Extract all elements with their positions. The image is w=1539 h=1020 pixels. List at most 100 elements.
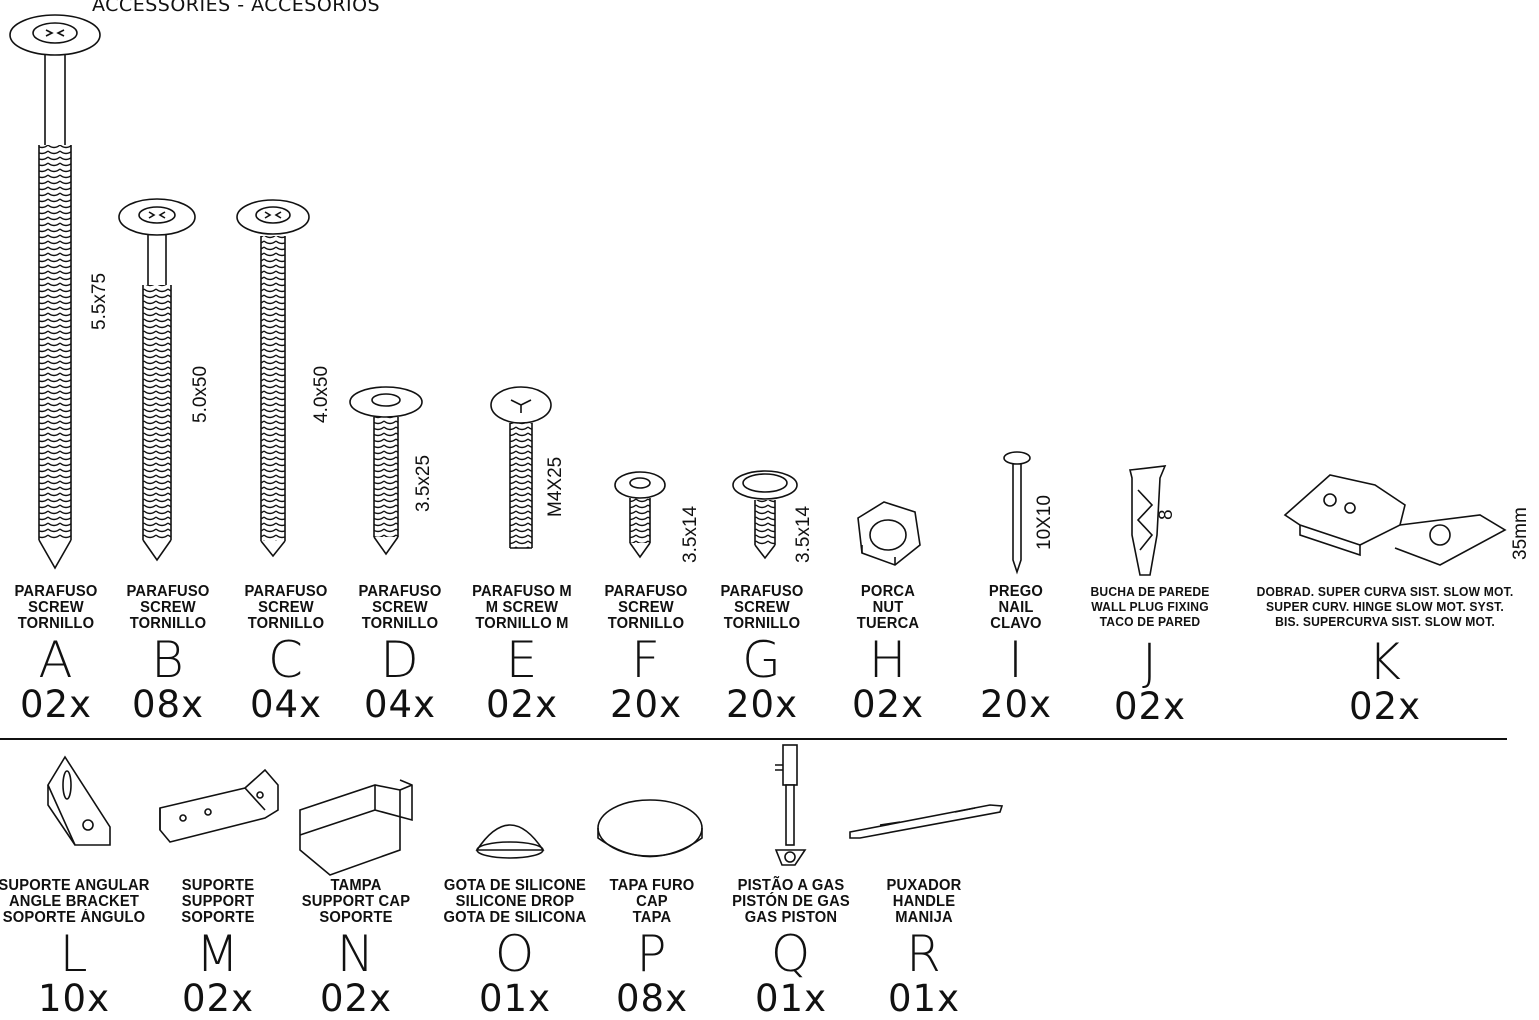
part-quantity: 04x	[364, 683, 436, 726]
part-quantity: 02x	[20, 683, 92, 726]
part-quantity: 02x	[182, 977, 254, 1020]
part-quantity: 20x	[726, 683, 798, 726]
part-r: PUXADOR HANDLE MANIJA R 01x	[868, 878, 980, 1019]
part-name-en: HANDLE	[892, 893, 956, 910]
part-name-es: TORNILLO	[607, 615, 685, 632]
part-name-en: SCREW	[734, 599, 790, 616]
part-name-es: TACO DE PARED	[1099, 614, 1201, 629]
part-letter: P	[636, 925, 668, 983]
part-name-pt: PARAFUSO	[358, 583, 442, 600]
part-e: PARAFUSO M M SCREW TORNILLO M E 02x	[456, 584, 588, 725]
part-name-pt: SUPORTE ANGULAR	[0, 877, 150, 894]
part-quantity: 02x	[852, 683, 924, 726]
part-name-pt: PARAFUSO	[720, 583, 804, 600]
part-quantity: 20x	[610, 683, 682, 726]
part-name-es: TUERCA	[856, 615, 920, 632]
part-name-en: PISTÓN DE GAS	[732, 893, 850, 910]
part-quantity: 02x	[320, 977, 392, 1020]
support-bracket-m-icon	[159, 768, 279, 843]
part-name-en: SUPPORT	[181, 893, 255, 910]
part-name-pt: PARAFUSO	[244, 583, 328, 600]
part-n: TAMPA SUPPORT CAP SOPORTE N 02x	[286, 878, 426, 1019]
part-letter: R	[906, 925, 942, 983]
part-quantity: 10x	[38, 977, 110, 1020]
part-name-en: SCREW	[258, 599, 314, 616]
part-quantity: 08x	[132, 683, 204, 726]
part-quantity: 20x	[980, 683, 1052, 726]
part-name-en: SCREW	[140, 599, 196, 616]
part-c: PARAFUSO SCREW TORNILLO C 04x	[230, 584, 342, 725]
part-name-es: TORNILLO	[129, 615, 207, 632]
size-label-b: 5.0x50	[190, 365, 211, 423]
part-quantity: 04x	[250, 683, 322, 726]
part-quantity: 01x	[888, 977, 960, 1020]
screw-f-icon	[614, 471, 666, 559]
part-name-es: TORNILLO	[361, 615, 439, 632]
part-name-pt: TAPA FURO	[609, 877, 695, 894]
nut-h-icon	[857, 501, 921, 566]
part-name-pt: PARAFUSO	[126, 583, 210, 600]
part-name-es: MANIJA	[895, 909, 953, 926]
screw-g-icon	[732, 470, 798, 560]
part-name-en: SUPER CURV. HINGE SLOW MOT. SYST.	[1266, 599, 1504, 614]
part-name-en: CAP	[636, 893, 668, 910]
handle-r-icon	[849, 804, 1004, 839]
part-o: GOTA DE SILICONE SILICONE DROP GOTA DE S…	[430, 878, 600, 1019]
part-name-pt: GOTA DE SILICONE	[443, 877, 587, 894]
part-name-en: SCREW	[618, 599, 674, 616]
part-b: PARAFUSO SCREW TORNILLO B 08x	[112, 584, 224, 725]
part-quantity: 02x	[486, 683, 558, 726]
screw-b-icon	[118, 198, 196, 562]
part-g: PARAFUSO SCREW TORNILLO G 20x	[706, 584, 818, 725]
part-p: TAPA FURO CAP TAPA P 08x	[600, 878, 704, 1019]
nail-i-icon	[1003, 451, 1031, 575]
part-letter: D	[380, 631, 420, 689]
part-name-pt: TAMPA	[330, 877, 382, 894]
part-name-en: NAIL	[998, 599, 1034, 616]
size-label-f: 3.5x14	[680, 505, 701, 563]
part-d: PARAFUSO SCREW TORNILLO D 04x	[344, 584, 456, 725]
part-letter: F	[631, 631, 661, 689]
part-name-es: TORNILLO	[247, 615, 325, 632]
gas-piston-q-icon	[774, 744, 807, 866]
row-divider	[0, 738, 1507, 740]
hole-cap-p-icon	[597, 799, 703, 858]
part-k: DOBRAD. SUPER CURVA SIST. SLOW MOT. SUPE…	[1232, 584, 1538, 727]
part-quantity: 02x	[1349, 685, 1421, 728]
part-name-pt: PARAFUSO	[604, 583, 688, 600]
part-f: PARAFUSO SCREW TORNILLO F 20x	[590, 584, 702, 725]
part-letter: E	[505, 631, 539, 689]
part-name-es: SOPORTE ÁNGULO	[2, 909, 146, 926]
part-name-es: TAPA	[632, 909, 672, 926]
part-name-pt: PUXADOR	[886, 877, 962, 894]
part-name-pt: PORCA	[860, 583, 916, 600]
part-name-es: SOPORTE	[319, 909, 393, 926]
part-name-pt: DOBRAD. SUPER CURVA SIST. SLOW MOT.	[1256, 584, 1514, 599]
part-letter: C	[268, 631, 304, 689]
part-name-en: ANGLE BRACKET	[8, 893, 140, 910]
size-label-c: 4.0x50	[311, 365, 332, 423]
part-name-en: WALL PLUG FIXING	[1091, 599, 1209, 614]
size-label-d: 3.5x25	[413, 454, 434, 512]
part-letter: L	[59, 925, 89, 983]
machine-screw-e-icon	[490, 386, 552, 549]
wall-plug-j-icon	[1129, 465, 1167, 576]
part-a: PARAFUSO SCREW TORNILLO A 02x	[0, 584, 112, 725]
part-name-es: BIS. SUPERCURVA SIST. SLOW MOT.	[1275, 614, 1495, 629]
part-name-en: SUPPORT CAP	[301, 893, 411, 910]
part-name-es: TORNILLO M	[475, 615, 569, 632]
part-name-pt: PREGO	[988, 583, 1044, 600]
part-name-pt: PARAFUSO	[14, 583, 98, 600]
part-letter: K	[1368, 633, 1402, 691]
size-label-e: M4X25	[545, 456, 566, 517]
size-label-j: 8	[1156, 509, 1177, 520]
screw-c-icon	[236, 199, 310, 558]
part-name-en: NUT	[872, 599, 904, 616]
screw-a-icon	[9, 14, 101, 570]
part-letter: O	[494, 925, 536, 983]
part-letter: N	[336, 925, 376, 983]
support-cap-n-icon	[299, 779, 413, 876]
size-label-a: 5.5x75	[89, 272, 110, 330]
part-m: SUPORTE SUPPORT SOPORTE M 02x	[162, 878, 274, 1019]
part-q: PISTÃO A GAS PISTÓN DE GAS GAS PISTON Q …	[716, 878, 866, 1019]
